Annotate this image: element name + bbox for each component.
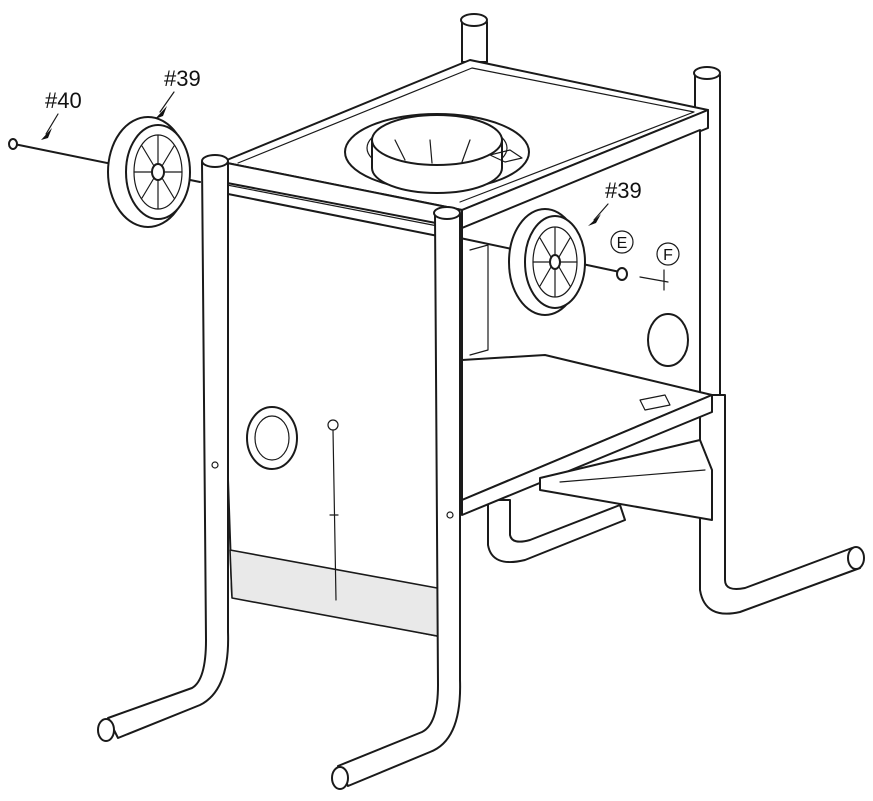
- callout-wheel-left: #39: [155, 66, 201, 119]
- wheel-left: [107, 116, 191, 228]
- wheel-right: [459, 208, 669, 316]
- top-tray: [221, 59, 709, 229]
- callout-label-40: #40: [45, 88, 82, 113]
- front-right-leg: [331, 206, 462, 790]
- bottom-shelf: [461, 354, 713, 521]
- callout-wheel-right: #39: [588, 178, 642, 226]
- callout-part-e: E: [610, 230, 634, 254]
- part-e-label: E: [617, 235, 628, 252]
- callout-label-39-right: #39: [605, 178, 642, 203]
- rear-left-leg: [460, 13, 626, 564]
- front-left-leg: [97, 154, 230, 742]
- callout-label-39-left: #39: [164, 66, 201, 91]
- rear-right-leg: [693, 66, 865, 615]
- callout-part-f: F: [656, 242, 680, 266]
- callout-rod: #40: [41, 88, 82, 140]
- front-door-panel: [217, 183, 449, 639]
- part-f-label: F: [663, 247, 673, 264]
